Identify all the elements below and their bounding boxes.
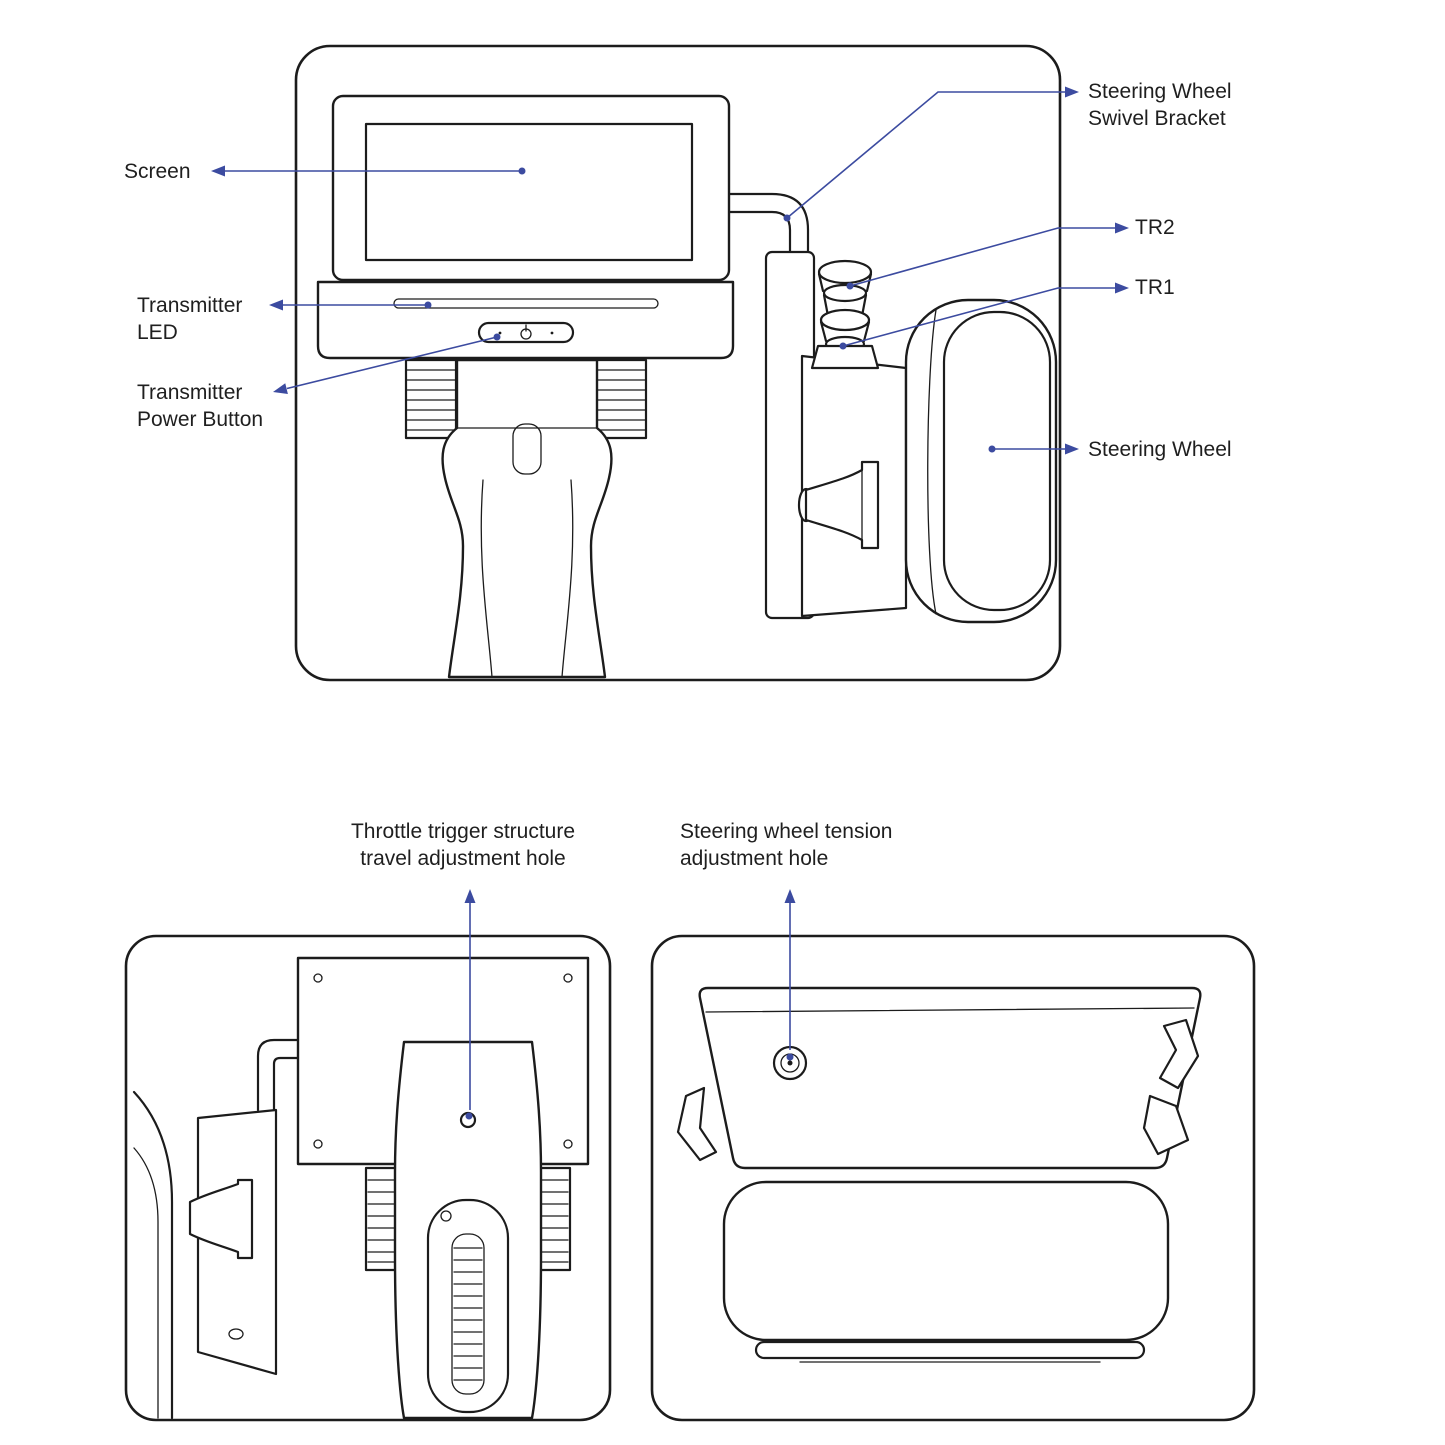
leader-swivel-bracket — [783, 86, 1079, 222]
tr1-knob — [810, 293, 880, 370]
leader-tr2 — [846, 222, 1129, 290]
grip-rear — [364, 1040, 572, 1420]
label-tension-adjustment-hole: Steering wheel tension adjustment hole — [680, 820, 893, 870]
top-diagram — [294, 44, 1062, 682]
leader-steering-wheel — [988, 443, 1079, 455]
wheel-housing — [676, 986, 1202, 1170]
screen — [364, 122, 694, 262]
label-steering-wheel-swivel-bracket: Steering Wheel Swivel Bracket — [1088, 80, 1232, 130]
bottom-right-frame — [650, 934, 1256, 1422]
swivel-arm-rear — [256, 1038, 302, 1112]
label-tr1: TR1 — [1135, 276, 1175, 299]
steering-wheel — [904, 298, 1058, 624]
bottom-left-diagram — [124, 934, 612, 1422]
leader-throttle-hole — [464, 889, 476, 1120]
wheel-mount-block — [797, 354, 908, 618]
label-steering-wheel: Steering Wheel — [1088, 438, 1232, 461]
top-diagram-frame — [294, 44, 1062, 682]
label-transmitter-led: Transmitter LED — [137, 294, 243, 344]
transmitter-power-button — [477, 321, 575, 344]
leader-lines — [211, 86, 1129, 1120]
clamp-hook-left — [676, 1086, 718, 1162]
knurl-wheel-left — [404, 358, 458, 440]
tr2-knob — [817, 259, 873, 303]
label-tr2: TR2 — [1135, 216, 1175, 239]
label-transmitter-power-button: Transmitter Power Button — [137, 381, 264, 431]
leader-power-button — [273, 333, 501, 394]
leader-tension-hole — [784, 889, 796, 1061]
trigger-slot — [426, 1198, 510, 1414]
transmitter-led-strip — [393, 298, 659, 309]
leader-transmitter-led — [269, 299, 432, 311]
screen-assembly — [331, 94, 731, 282]
wheel-edge — [132, 1090, 174, 1420]
clamp-hook-right-lower — [1142, 1094, 1190, 1156]
label-throttle-adjustment-hole: Throttle trigger structure travel adjust… — [350, 820, 576, 870]
wheel-side-view — [722, 1180, 1170, 1363]
grip — [404, 358, 648, 679]
leader-tr1 — [839, 282, 1129, 350]
face-panel — [316, 280, 735, 360]
steering-wheel-swivel-bracket — [724, 192, 816, 620]
bottom-left-frame — [124, 934, 612, 1422]
leader-screen — [211, 165, 526, 177]
clamp-hook-right-upper — [1158, 1018, 1200, 1090]
throttle-trigger — [451, 1233, 485, 1395]
wheel-clamp — [188, 1108, 278, 1376]
knurl-wheel-right — [594, 358, 648, 440]
bottom-right-diagram — [650, 934, 1256, 1422]
label-screen: Screen — [124, 160, 191, 183]
